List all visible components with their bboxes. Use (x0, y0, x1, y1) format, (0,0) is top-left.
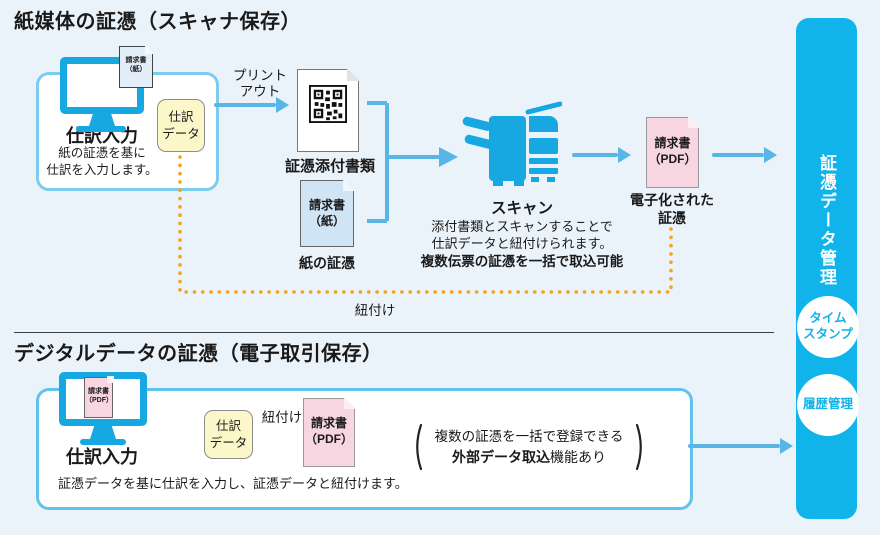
digital-section-title: デジタルデータの証憑（電子取引保存） (14, 343, 383, 365)
monitor-stand (89, 113, 115, 126)
paper-evidence-label: 紙の証憑 (299, 255, 355, 271)
note-line-2-normal: 機能あり (550, 448, 606, 465)
link-label-paper: 紐付け (354, 303, 396, 318)
right-paren-icon (635, 423, 642, 471)
pdf-to-storage-arrow-icon (712, 153, 764, 157)
journal-entry-title-digital: 仕訳入力 (66, 447, 138, 467)
left-paren-icon (416, 423, 423, 471)
digital-to-storage-arrow-icon (688, 444, 780, 448)
paper-evidence-doc-icon: 請求書 （紙） (300, 179, 355, 247)
journal-data-box-digital: 仕訳 データ (204, 410, 253, 459)
monitor-stand-base (76, 126, 126, 132)
printout-arrow-icon (214, 103, 276, 107)
timestamp-badge: タイム スタンプ (797, 296, 859, 358)
note-line-2: 外部データ取込機能あり (423, 447, 635, 467)
history-management-badge: 履歴管理 (797, 374, 859, 436)
qr-code-icon (309, 85, 347, 123)
attached-doc-label: 証憑添付書類 (284, 158, 376, 175)
note-line-2-bold: 外部データ取込 (452, 448, 550, 465)
digitized-evidence-label-2: 証憑 (658, 210, 686, 226)
scan-to-pdf-arrow-icon (572, 153, 618, 157)
journal-data-box: 仕訳 データ (157, 99, 205, 152)
journal-entry-caption-digital: 証憑データを基に仕訳を入力し、証憑データと紐付けます。 (58, 476, 408, 491)
link-label-digital: 紐付け (261, 410, 303, 425)
digitized-pdf-doc-icon: 請求書 （PDF） (646, 116, 700, 188)
scanner-printer-icon (462, 101, 562, 186)
scan-title: スキャン (490, 200, 554, 217)
digitized-evidence-label-1: 電子化された (630, 192, 714, 208)
note-line-1: 複数の証憑を一括で登録できる (434, 429, 624, 445)
invoice-paper-doc-icon: 請求書 （紙） (119, 45, 154, 88)
scan-caption-bold: 複数伝票の証憑を一括で取込可能 (420, 254, 624, 269)
bulk-import-note: 複数の証憑を一括で登録できる 外部データ取込機能あり (410, 423, 648, 471)
printout-label-2: アウト (239, 84, 281, 99)
evidence-data-management-title: 証憑データ管理 (817, 154, 836, 287)
evidence-data-management-bar: 証憑データ管理 (796, 18, 857, 519)
bracket-arrow-icon (367, 101, 458, 223)
invoice-pdf-doc-icon: 請求書 （PDF） (84, 376, 114, 418)
journal-entry-caption-1: 紙の証憑を基に (58, 146, 146, 160)
attached-doc-icon (297, 68, 360, 152)
paper-section-title: 紙媒体の証憑（スキャナ保存） (14, 11, 301, 33)
printout-label-1: プリント (233, 68, 287, 83)
pdf-evidence-doc-icon: 請求書 （PDF） (303, 397, 356, 467)
monitor-stand-base (80, 439, 126, 445)
journal-entry-caption-2: 仕訳を入力します。 (46, 163, 158, 177)
section-divider (14, 332, 774, 333)
monitor-stand (90, 426, 116, 439)
